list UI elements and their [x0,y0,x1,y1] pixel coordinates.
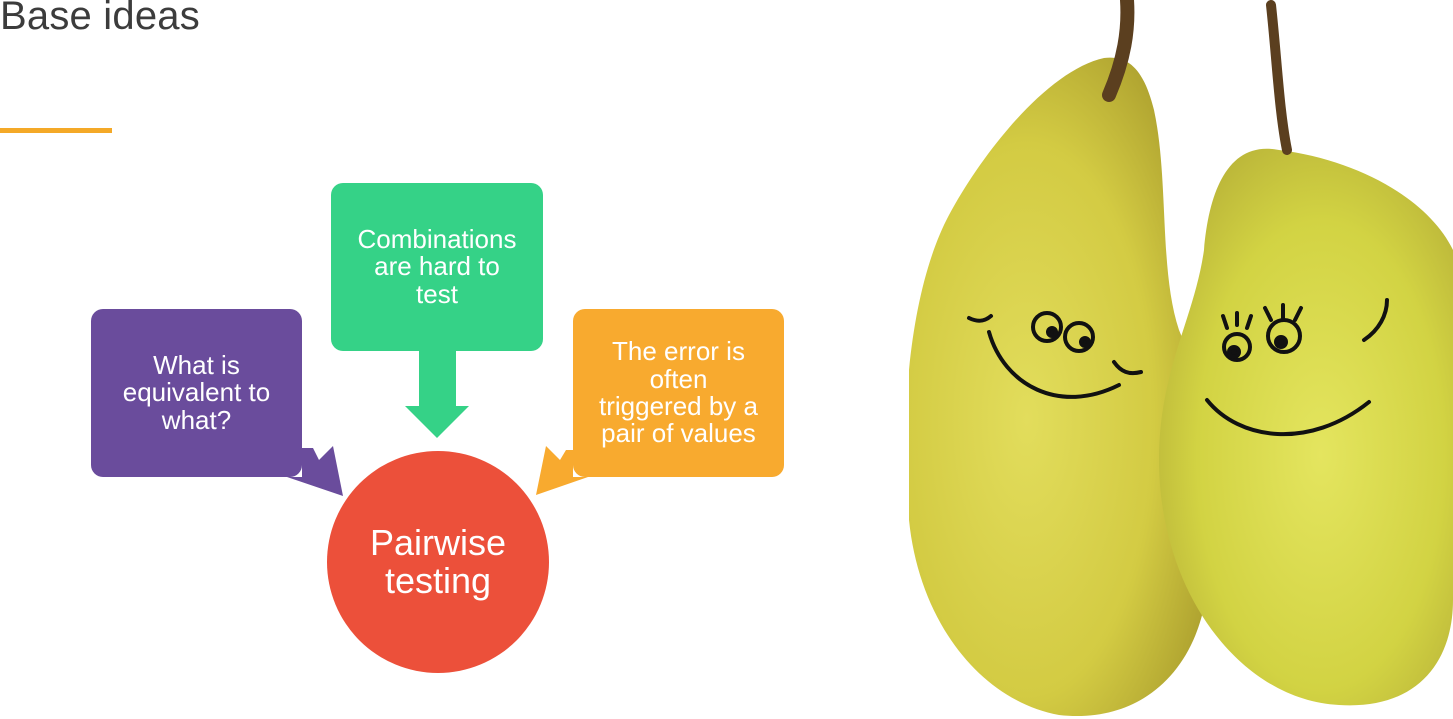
arrow-green [405,351,469,438]
arrow-orange [536,446,588,495]
node-line: The error is [612,336,745,367]
right-face [1205,298,1389,437]
node-line: Combinations [357,224,517,255]
arrow-purple [287,446,343,496]
node-line: equivalent to [122,377,271,408]
node-line: often [649,363,708,394]
pears-photo [909,0,1453,719]
left-face [967,311,1143,399]
slide-title: Base ideas [0,0,200,38]
node-line: what? [161,404,232,435]
node-equivalence: What is equivalent to what? [91,309,302,477]
node-error-pair: The error is often triggered by a pair o… [573,309,784,477]
node-line: What is [153,350,240,381]
diagram-arrows [287,351,588,496]
node-line: are hard to [374,251,500,282]
node-line: pair of values [601,418,756,449]
center-node-pairwise-testing: Pairwise testing [327,451,549,673]
node-line: test [416,278,458,309]
right-stem [1266,0,1292,155]
left-pear [909,57,1209,716]
node-combinations: Combinations are hard to test [331,183,543,351]
center-line: Pairwise [369,522,507,564]
left-stem [1102,0,1135,102]
center-line: testing [384,560,492,601]
node-line: triggered by a [599,391,758,421]
right-pear [1159,148,1453,706]
title-underline [0,128,112,133]
